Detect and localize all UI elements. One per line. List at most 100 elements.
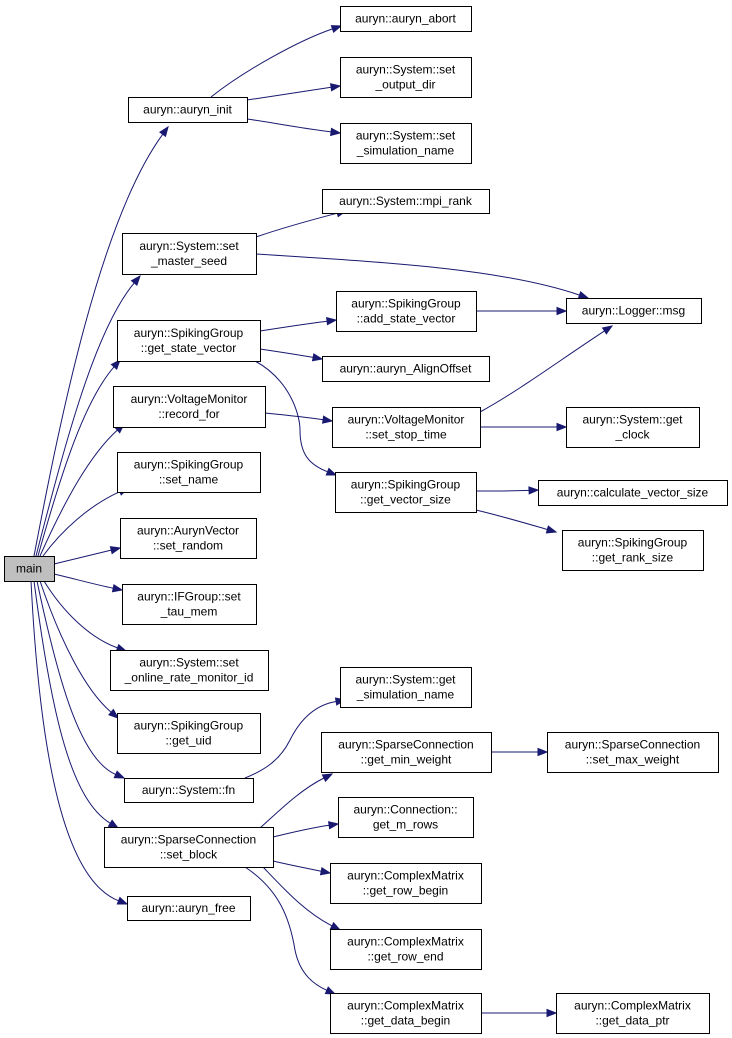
node-box bbox=[547, 732, 719, 773]
node-box bbox=[330, 863, 482, 904]
edge-line bbox=[42, 491, 121, 557]
node-auryn-abort[interactable]: auryn::auryn_abort bbox=[340, 6, 472, 32]
edge-arrowhead bbox=[601, 325, 614, 335]
edge-arrowhead bbox=[330, 25, 343, 34]
node-set-output-dir[interactable]: auryn::System::set_output_dir bbox=[340, 57, 472, 98]
edge-set_block-to-get_min_weight bbox=[259, 773, 334, 829]
node-label: ::get_row_begin bbox=[363, 884, 448, 898]
node-get-m-rows[interactable]: auryn::Connection::get_m_rows bbox=[338, 797, 474, 838]
edge-arrowhead bbox=[537, 747, 549, 757]
node-label: auryn::ComplexMatrix bbox=[347, 869, 464, 883]
node-set-stop-time[interactable]: auryn::VoltageMonitor::set_stop_time bbox=[332, 407, 481, 448]
node-label: ::set_block bbox=[160, 848, 218, 862]
node-box bbox=[117, 320, 261, 362]
node-label: ::get_state_vector bbox=[141, 341, 236, 355]
node-label: auryn::ComplexMatrix bbox=[347, 999, 464, 1013]
edge-add_state_vector-to-logger_msg bbox=[476, 306, 568, 316]
node-get-data-ptr[interactable]: auryn::ComplexMatrix::get_data_ptr bbox=[556, 993, 710, 1034]
node-label: _tau_mem bbox=[160, 605, 218, 619]
node-set-simulation-name[interactable]: auryn::System::set_simulation_name bbox=[340, 123, 472, 164]
node-align-offset[interactable]: auryn::auryn_AlignOffset bbox=[322, 356, 490, 382]
node-set-random[interactable]: auryn::AurynVector::set_random bbox=[120, 518, 257, 559]
node-label: auryn::SpikingGroup bbox=[578, 536, 688, 550]
node-mpi-rank[interactable]: auryn::System::mpi_rank bbox=[322, 189, 490, 214]
node-get-simulation-name[interactable]: auryn::System::get_simulation_name bbox=[340, 667, 472, 708]
node-label: ::add_state_vector bbox=[357, 312, 456, 326]
node-get-row-end[interactable]: auryn::ComplexMatrix::get_row_end bbox=[330, 929, 482, 970]
node-set-name[interactable]: auryn::SpikingGroup::set_name bbox=[117, 452, 261, 493]
edge-line bbox=[36, 580, 116, 775]
node-get-row-begin[interactable]: auryn::ComplexMatrix::get_row_begin bbox=[330, 863, 482, 904]
node-get-state-vector[interactable]: auryn::SpikingGroup::get_state_vector bbox=[117, 320, 261, 362]
edge-arrowhead bbox=[113, 770, 126, 779]
edge-line bbox=[43, 580, 118, 649]
node-main[interactable]: main bbox=[4, 556, 55, 582]
node-set-master-seed[interactable]: auryn::System::set_master_seed bbox=[122, 233, 257, 275]
edge-arrowhead bbox=[546, 1008, 558, 1018]
edge-main-to-get_state_vector bbox=[37, 358, 121, 557]
edge-line bbox=[33, 580, 111, 824]
edge-line bbox=[272, 860, 322, 872]
node-box bbox=[330, 993, 482, 1034]
node-calculate-vector-size[interactable]: auryn::calculate_vector_size bbox=[538, 480, 728, 506]
node-label: ::get_data_ptr bbox=[595, 1014, 669, 1028]
node-label: main bbox=[16, 562, 42, 576]
node-box bbox=[122, 584, 257, 625]
edge-arrowhead bbox=[130, 274, 141, 287]
node-auryn-free[interactable]: auryn::auryn_free bbox=[127, 896, 251, 921]
node-label: ::set_stop_time bbox=[365, 428, 447, 442]
edge-arrowhead bbox=[329, 921, 342, 931]
node-get-min-weight[interactable]: auryn::SparseConnection::get_min_weight bbox=[321, 732, 492, 773]
node-get-vector-size[interactable]: auryn::SpikingGroup::get_vector_size bbox=[335, 472, 477, 513]
node-get-data-begin[interactable]: auryn::ComplexMatrix::get_data_begin bbox=[330, 993, 482, 1034]
node-get-uid[interactable]: auryn::SpikingGroup::get_uid bbox=[117, 713, 261, 754]
edge-main-to-record_for bbox=[39, 423, 126, 557]
node-set-block[interactable]: auryn::SparseConnection::set_block bbox=[104, 827, 274, 868]
edge-line bbox=[264, 412, 324, 421]
node-label: auryn::VoltageMonitor bbox=[348, 413, 465, 427]
edge-arrowhead bbox=[325, 467, 338, 476]
node-get-clock[interactable]: auryn::System::get_clock bbox=[566, 407, 700, 448]
node-label: _simulation_name bbox=[356, 688, 455, 702]
node-box bbox=[556, 993, 710, 1034]
edge-line bbox=[244, 701, 337, 779]
node-box bbox=[566, 298, 702, 324]
edge-main-to-set_block bbox=[33, 580, 120, 829]
edge-arrowhead bbox=[110, 358, 121, 370]
edge-line bbox=[272, 824, 330, 838]
node-fn[interactable]: auryn::System::fn bbox=[124, 778, 254, 803]
node-box bbox=[322, 356, 490, 382]
node-set-max-weight[interactable]: auryn::SparseConnection::set_max_weight bbox=[547, 732, 719, 773]
edge-line bbox=[259, 320, 328, 332]
node-label: auryn::System::set bbox=[356, 63, 456, 77]
edge-set_block-to-get_m_rows bbox=[272, 821, 340, 838]
node-label: auryn::System::set bbox=[139, 656, 239, 670]
node-label: ::get_data_begin bbox=[361, 1014, 450, 1028]
node-record-for[interactable]: auryn::VoltageMonitor::record_for bbox=[113, 386, 266, 428]
edge-arrowhead bbox=[556, 306, 568, 316]
node-set-tau-mem[interactable]: auryn::IFGroup::set_tau_mem bbox=[122, 584, 257, 625]
node-logger-msg[interactable]: auryn::Logger::msg bbox=[566, 298, 702, 324]
node-label: auryn::ComplexMatrix bbox=[574, 999, 691, 1013]
node-auryn-init[interactable]: auryn::auryn_init bbox=[128, 97, 248, 123]
node-get-rank-size[interactable]: auryn::SpikingGroup::get_rank_size bbox=[562, 530, 704, 571]
edge-record_for-to-set_stop_time bbox=[264, 412, 334, 424]
node-add-state-vector[interactable]: auryn::SpikingGroup::add_state_vector bbox=[336, 291, 477, 332]
node-label: auryn::SparseConnection bbox=[121, 833, 256, 847]
node-box bbox=[128, 97, 248, 123]
node-box bbox=[338, 797, 474, 838]
edge-arrowhead bbox=[324, 986, 337, 995]
node-label: auryn::SpikingGroup bbox=[134, 719, 244, 733]
node-box bbox=[120, 518, 257, 559]
edge-set_block-to-get_row_begin bbox=[272, 860, 332, 876]
node-label: auryn::SparseConnection bbox=[338, 738, 473, 752]
node-label: auryn::SpikingGroup bbox=[134, 326, 244, 340]
node-box bbox=[127, 896, 251, 921]
node-set-online-rate-monitor-id[interactable]: auryn::System::set_online_rate_monitor_i… bbox=[110, 650, 269, 691]
edge-set_stop_time-to-get_clock bbox=[480, 422, 568, 432]
node-label: auryn::SpikingGroup bbox=[134, 458, 244, 472]
edge-main-to-set_tau_mem bbox=[53, 573, 124, 593]
edge-line bbox=[244, 866, 328, 991]
edge-main-to-set_random bbox=[53, 546, 122, 565]
